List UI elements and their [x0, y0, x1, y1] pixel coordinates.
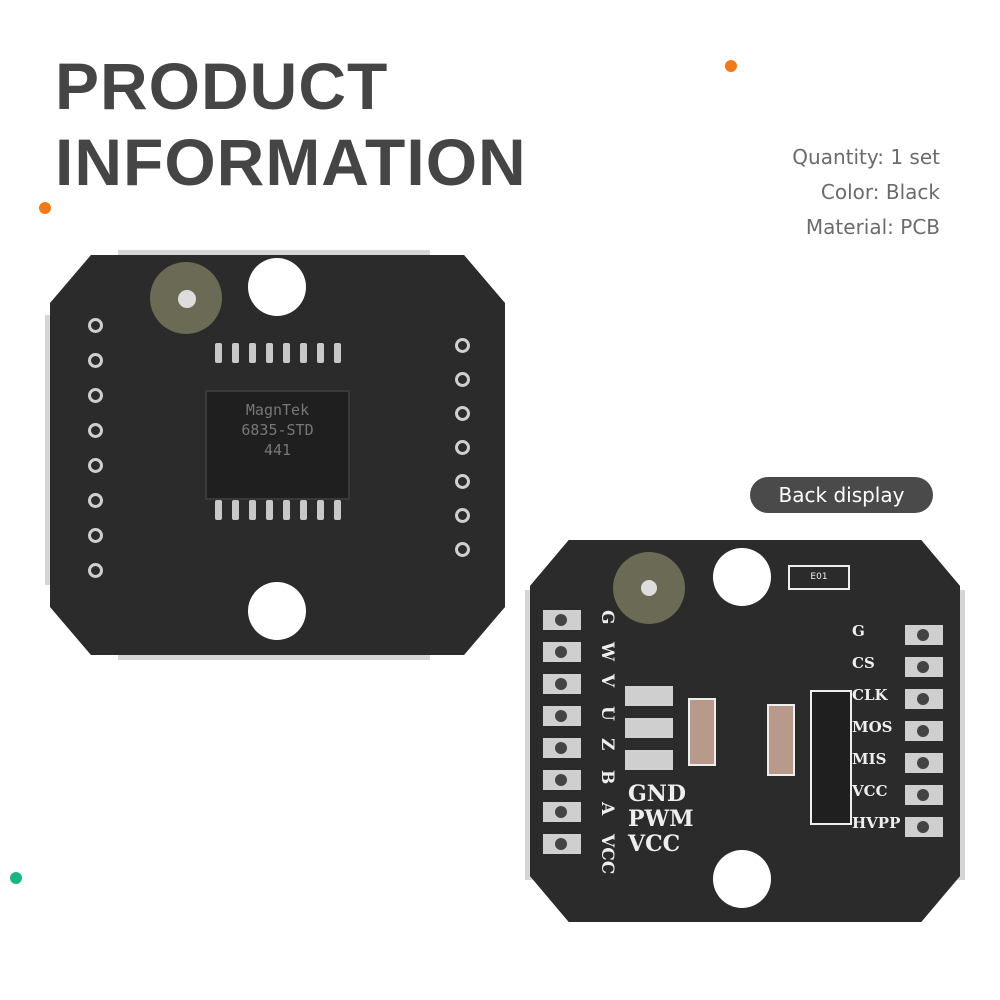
green-dot: [10, 872, 22, 884]
test-pad: [625, 750, 673, 770]
chip-leg: [266, 343, 273, 363]
orange-dot: [725, 60, 737, 72]
center-silk: GND PWM VCC: [628, 781, 694, 857]
test-pad: [625, 718, 673, 738]
pin-pad: [905, 657, 943, 677]
title-line-1: PRODUCT: [55, 49, 389, 123]
pin-pad: [455, 542, 470, 557]
chip-leg: [266, 500, 273, 520]
chip-leg: [232, 500, 239, 520]
pin-label: CS: [852, 654, 875, 672]
chip-leg: [317, 500, 324, 520]
pin-pad: [543, 738, 581, 758]
pin-label: W: [597, 642, 617, 662]
pin-pad: [543, 802, 581, 822]
pin-pad: [88, 458, 103, 473]
pin-pad: [905, 753, 943, 773]
pin-pad: [543, 834, 581, 854]
pin-label: U: [597, 706, 617, 721]
pin-pad: [455, 338, 470, 353]
pin-label: MOS: [852, 718, 893, 736]
spec-quantity: Quantity: 1 set: [792, 145, 940, 169]
title-line-2: INFORMATION: [55, 125, 527, 199]
chip-leg: [283, 500, 290, 520]
chip-leg: [232, 343, 239, 363]
page-title: PRODUCT INFORMATION: [55, 48, 527, 200]
mount-hole: [713, 548, 771, 606]
pin-label: HVPP: [852, 814, 901, 832]
chip-leg: [249, 500, 256, 520]
chip-leg: [300, 343, 307, 363]
pin-pad: [455, 440, 470, 455]
chip-leg: [334, 500, 341, 520]
pin-pad: [88, 353, 103, 368]
chip-leg: [283, 343, 290, 363]
pin-label: Z: [597, 738, 617, 751]
resistor: E01: [788, 565, 850, 590]
chip-leg: [215, 500, 222, 520]
regulator: [810, 690, 852, 825]
pin-pad: [543, 674, 581, 694]
pin-pad: [905, 721, 943, 741]
pin-pad: [543, 770, 581, 790]
pin-label: VCC: [597, 834, 617, 875]
pin-pad: [88, 318, 103, 333]
pin-pad: [455, 406, 470, 421]
pin-pad: [455, 372, 470, 387]
pin-pad: [455, 508, 470, 523]
specs: Quantity: 1 set Color: Black Material: P…: [792, 140, 940, 245]
pin-pad: [88, 388, 103, 403]
pin-label: A: [597, 802, 617, 816]
back-display-label: Back display: [750, 477, 933, 513]
capacitor: [688, 698, 716, 766]
pin-pad: [88, 563, 103, 578]
pin-pad: [455, 474, 470, 489]
pin-pad: [905, 625, 943, 645]
pin-label: G: [852, 622, 865, 640]
mount-hole: [248, 258, 306, 316]
pin-label: CLK: [852, 686, 888, 704]
pin-pad: [905, 785, 943, 805]
pin-pad: [905, 689, 943, 709]
pin-pad: [905, 817, 943, 837]
spec-color: Color: Black: [820, 180, 940, 204]
pin-pad: [543, 610, 581, 630]
pin-pad: [88, 423, 103, 438]
spec-material: Material: PCB: [805, 215, 940, 239]
pin-pad: [88, 528, 103, 543]
pin-pad: [543, 706, 581, 726]
pin-label: V: [597, 674, 617, 688]
chip-leg: [317, 343, 324, 363]
mount-hole: [248, 582, 306, 640]
chip-leg: [300, 500, 307, 520]
pin-label: G: [597, 610, 617, 625]
chip-leg: [334, 343, 341, 363]
mount-hole: [713, 850, 771, 908]
pin-pad: [543, 642, 581, 662]
chip-leg: [249, 343, 256, 363]
pin-pad: [88, 493, 103, 508]
pin-label: B: [597, 770, 617, 785]
pin-label: VCC: [852, 782, 888, 800]
test-pad: [625, 686, 673, 706]
chip-leg: [215, 343, 222, 363]
magntek-chip: MagnTek 6835-STD 441: [205, 390, 350, 500]
pin-label: MIS: [852, 750, 887, 768]
capacitor: [767, 704, 795, 776]
orange-dot: [39, 202, 51, 214]
